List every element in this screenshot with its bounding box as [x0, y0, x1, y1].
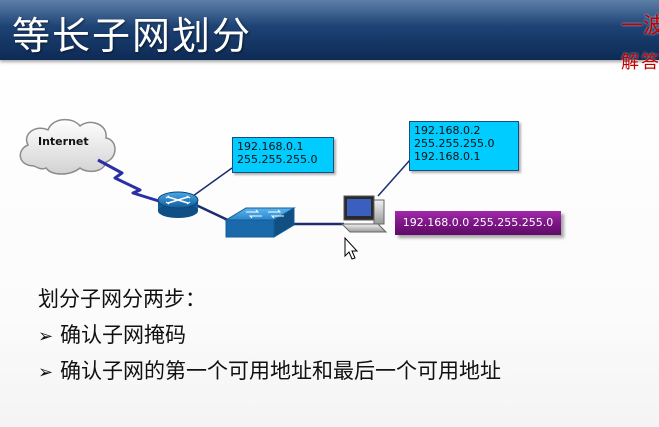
- title-bar: 等长子网划分: [0, 0, 659, 60]
- step-text: 确认子网的第一个可用地址和最后一个可用地址: [60, 359, 501, 383]
- slide-background: [0, 60, 659, 427]
- step-item: ➢ 确认子网的第一个可用地址和最后一个可用地址: [38, 355, 501, 391]
- steps-heading: 划分子网分两步：: [38, 287, 206, 311]
- internet-label: Internet: [38, 135, 89, 148]
- pc-address-box: 192.168.0.2 255.255.255.0 192.168.0.1: [409, 121, 519, 171]
- bullet-arrow-icon: ➢: [38, 326, 54, 347]
- router-address-box: 192.168.0.1 255.255.255.0: [232, 137, 334, 173]
- step-item: ➢ 确认子网掩码: [38, 319, 501, 355]
- pc-ip: 192.168.0.2: [414, 124, 481, 137]
- pc-gateway: 192.168.0.1: [414, 150, 481, 163]
- router-switch-link: [195, 203, 233, 224]
- internet-cloud-icon: [19, 118, 116, 175]
- slide-title: 等长子网划分: [12, 14, 253, 58]
- pc-mask: 255.255.255.0: [414, 137, 495, 150]
- steps-section: 划分子网分两步： ➢ 确认子网掩码 ➢ 确认子网的第一个可用地址和最后一个可用地址: [38, 285, 501, 391]
- wan-link-lightning: [97, 158, 163, 204]
- step-text: 确认子网掩码: [60, 323, 186, 347]
- router-callout-line: [192, 167, 233, 197]
- router-icon: [157, 191, 199, 218]
- pc-icon: [340, 195, 388, 233]
- title-bar-shine: [0, 0, 659, 26]
- router-ip: 192.168.0.1: [237, 140, 304, 153]
- router-mask: 255.255.255.0: [237, 153, 318, 166]
- network-address-label: 192.168.0.0 255.255.255.0: [395, 211, 561, 235]
- switch-icon: [224, 207, 296, 238]
- pc-callout-line: [377, 159, 411, 197]
- side-label-top: 一波: [620, 14, 659, 39]
- bullet-arrow-icon: ➢: [38, 362, 54, 383]
- side-label-bottom: 解答: [621, 52, 659, 73]
- mouse-cursor-icon: [344, 236, 359, 260]
